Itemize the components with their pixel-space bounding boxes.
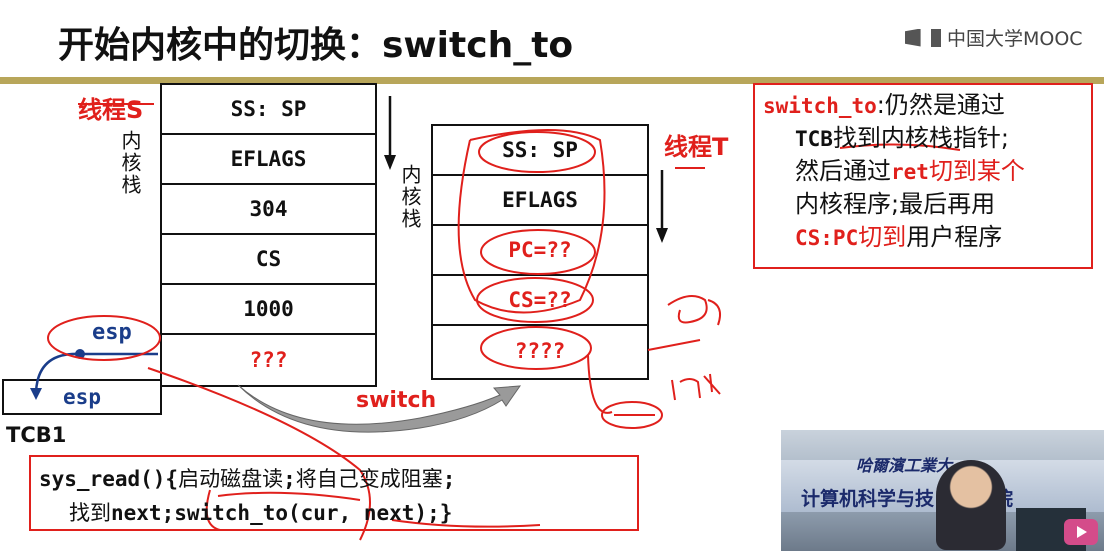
kernel-stack-s: SS: SP EFLAGS 304 CS 1000 ??? — [160, 83, 377, 387]
thread-s-label: 线程S — [78, 96, 144, 124]
note-code: switch_to — [763, 94, 877, 118]
code-token: ; — [283, 467, 296, 491]
stack-s-cell: CS — [162, 235, 375, 285]
note-line-3: 然后通过ret切到某个 — [795, 155, 1025, 189]
code-comment: 将自己变成阻塞 — [295, 467, 443, 491]
mooc-logo-text: 中国大学MOOC — [947, 28, 1083, 50]
esp-pointer-label: esp — [92, 320, 132, 345]
mooc-logo-icon — [905, 28, 921, 47]
thread-s-stack-label: 内核栈 — [118, 130, 142, 196]
stack-s-cell: SS: SP — [162, 85, 375, 135]
play-icon[interactable] — [1064, 519, 1098, 545]
code-token: next;switch_to(cur, next);} — [111, 501, 453, 525]
title-divider — [0, 77, 1104, 84]
note-line-2: TCB找到内核栈指针; — [795, 122, 1009, 156]
code-comment: 启动磁盘读 — [178, 467, 284, 491]
note-code: CS:PC — [795, 226, 859, 250]
code-line-2: 找到next;switch_to(cur, next);} — [69, 497, 452, 527]
tcb-esp-label: esp — [63, 385, 101, 409]
note-text: 用户程序 — [906, 223, 1003, 251]
thread-t-stack-label: 内核栈 — [398, 164, 422, 230]
note-line-4: 内核程序;最后再用 — [795, 190, 996, 218]
note-text: 然后通过 — [795, 157, 891, 185]
instructor-video[interactable]: 哈爾濱工業大 计算机科学与技院 — [781, 430, 1104, 551]
stack-growth-arrow-s — [384, 96, 396, 170]
stack-s-cell: ??? — [249, 348, 288, 372]
kernel-stack-t: SS: SP EFLAGS PC=?? CS=?? ???? — [431, 124, 649, 380]
stack-t-cell: EFLAGS — [433, 176, 647, 226]
note-code: TCB — [795, 127, 833, 151]
esp-pointer-arrow — [30, 349, 158, 400]
note-text: :仍然是通过 — [876, 91, 1005, 119]
stack-s-cell: 1000 — [162, 285, 375, 335]
stack-t-cell: PC=?? — [433, 226, 647, 276]
code-comment: 找到 — [69, 501, 111, 525]
stack-t-cell: SS: SP — [433, 126, 647, 176]
tcb1-label: TCB1 — [6, 423, 67, 447]
code-line-1: sys_read(){启动磁盘读;将自己变成阻塞; — [39, 463, 455, 493]
slide-title: 开始内核中的切换：switch_to — [58, 25, 574, 66]
code-token: ; — [442, 467, 456, 491]
code-snippet-box: sys_read(){启动磁盘读;将自己变成阻塞; 找到next;switch_… — [29, 455, 639, 531]
note-text: 切到 — [858, 223, 907, 251]
note-line-5: CS:PC切到用户程序 — [795, 221, 1002, 255]
explanation-note-box: switch_to:仍然是通过 TCB找到内核栈指针; 然后通过ret切到某个 … — [753, 83, 1093, 269]
switch-arrow-icon — [237, 384, 522, 433]
stack-t-cell: CS=?? — [433, 276, 647, 326]
switch-arrow-label: switch — [356, 388, 437, 413]
thread-t-label: 线程T — [664, 133, 729, 161]
code-token: sys_read(){ — [39, 467, 179, 491]
tcb-esp-box: esp — [2, 379, 162, 415]
mooc-logo: 中国大学MOOC — [905, 24, 1083, 51]
stack-t-cell: ???? — [514, 339, 566, 363]
note-text: 切到某个 — [928, 157, 1025, 185]
note-line-1: switch_to:仍然是通过 — [763, 89, 1005, 123]
stack-s-cell: EFLAGS — [162, 135, 375, 185]
stack-growth-arrow-t — [656, 170, 668, 243]
note-code: ret — [891, 160, 929, 184]
instructor-avatar — [936, 460, 1006, 550]
video-school-name: 哈爾濱工業大 — [856, 456, 953, 475]
stack-s-cell: 304 — [162, 185, 375, 235]
note-text: 找到内核栈指针; — [832, 124, 1010, 152]
